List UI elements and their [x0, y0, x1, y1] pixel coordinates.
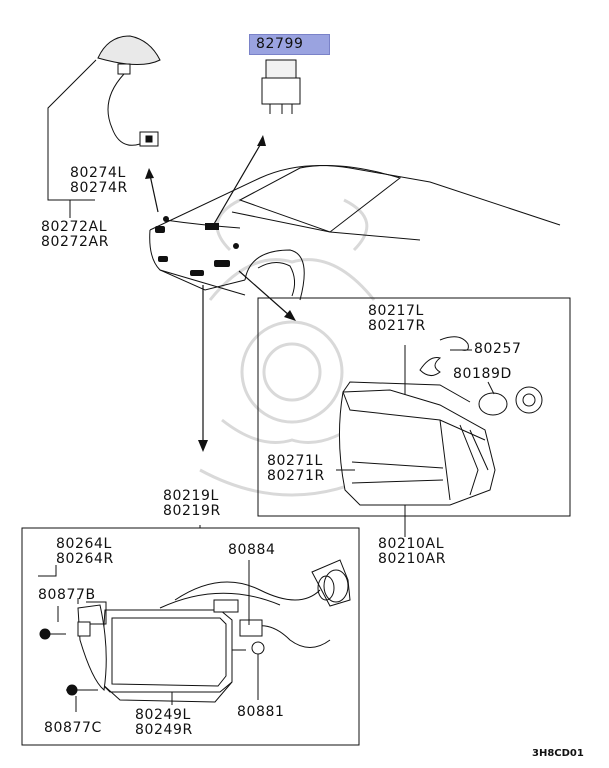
part-label-80257[interactable]: 80257 — [474, 341, 522, 357]
part-label-80884[interactable]: 80884 — [228, 542, 276, 558]
leader-lines — [47, 59, 97, 218]
relay-82799 — [261, 59, 301, 114]
part-label-80217[interactable]: 80217L 80217R — [368, 303, 426, 334]
part-label-80881[interactable]: 80881 — [237, 704, 285, 720]
fog-lamp-assembly — [39, 559, 351, 703]
leader-lines-right — [336, 345, 495, 537]
headlamp-detail-box — [257, 297, 571, 517]
part-label-80264[interactable]: 80264L 80264R — [56, 536, 114, 567]
pointer-arrows — [145, 135, 296, 452]
part-label-80271[interactable]: 80271L 80271R — [267, 453, 325, 484]
car-body — [149, 165, 561, 301]
car-lamps — [155, 216, 239, 276]
part-label-80877b[interactable]: 80877B — [38, 587, 96, 603]
side-marker-lamp — [97, 35, 161, 147]
part-label-80274[interactable]: 80274L 80274R — [70, 165, 128, 196]
part-label-80210[interactable]: 80210AL 80210AR — [378, 536, 447, 567]
highlight-82799[interactable]: 82799 — [249, 34, 330, 55]
part-label-80877c[interactable]: 80877C — [44, 720, 102, 736]
part-label-80189[interactable]: 80189D — [453, 366, 512, 382]
diagram-code: 3H8CD01 — [532, 748, 584, 759]
fog-lamp-detail-box — [21, 527, 360, 746]
leader-lines-bottom — [38, 560, 259, 712]
part-82799-label[interactable]: 82799 — [256, 36, 304, 52]
part-label-80249[interactable]: 80249L 80249R — [135, 707, 193, 738]
part-label-80272[interactable]: 80272AL 80272AR — [41, 219, 110, 250]
part-label-80219[interactable]: 80219L 80219R — [163, 488, 221, 519]
headlamp-assembly — [338, 336, 543, 506]
